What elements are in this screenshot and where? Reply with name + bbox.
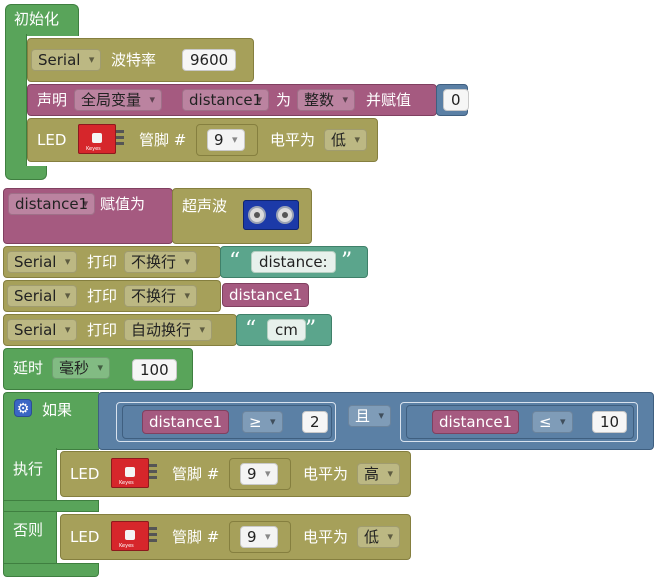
declare-label: 声明 — [37, 91, 68, 109]
assign-var-field[interactable]: distance1 — [8, 193, 96, 215]
delay-value-input[interactable]: 100 — [132, 359, 177, 381]
then-pin-label: 管脚 # — [172, 465, 220, 483]
else-level-label: 电平为 — [303, 528, 349, 546]
delay-label: 延时 — [13, 359, 44, 377]
print1-label: 打印 — [87, 253, 118, 271]
else-level-dropdown[interactable]: 低 — [357, 526, 401, 548]
if-block-foot — [3, 563, 99, 577]
ultrasonic-sensor-icon — [243, 200, 299, 230]
var-name-field[interactable]: distance1 — [182, 89, 270, 111]
open-quote-1: “ — [229, 249, 241, 274]
pin-dropdown[interactable]: 9 — [207, 129, 245, 151]
then-level-label: 电平为 — [303, 465, 349, 483]
level-dropdown[interactable]: 低 — [324, 129, 368, 151]
cond1-value-input[interactable]: 2 — [302, 411, 328, 433]
baud-label: 波特率 — [111, 51, 157, 69]
setup-block-foot — [5, 166, 47, 180]
cond2-var-block[interactable]: distance1 — [432, 410, 520, 434]
delay-unit-dropdown[interactable]: 毫秒 — [52, 357, 111, 379]
init-value-input[interactable]: 0 — [443, 89, 469, 111]
scope-dropdown[interactable]: 全局变量 — [74, 89, 163, 111]
else-label: 否则 — [13, 521, 44, 539]
print3-label: 打印 — [87, 321, 118, 339]
if-label: 如果 — [42, 401, 73, 419]
led-label: LED — [37, 131, 67, 149]
assign-label: 并赋值 — [366, 91, 412, 109]
print2-port-dropdown[interactable]: Serial — [7, 285, 78, 307]
close-quote-3: ” — [305, 317, 317, 342]
setup-title: 初始化 — [14, 10, 60, 28]
then-led-module-icon: Keyes — [111, 458, 157, 488]
then-label: 执行 — [13, 460, 44, 478]
cond1-op-dropdown[interactable]: ≥ — [242, 411, 283, 433]
assign-to-label: 赋值为 — [100, 195, 146, 213]
setup-block[interactable] — [5, 4, 79, 36]
else-led-label: LED — [70, 528, 100, 546]
ultrasonic-label: 超声波 — [182, 197, 228, 215]
string-input-3[interactable]: cm — [267, 319, 306, 341]
else-led-module-icon: Keyes — [111, 521, 157, 551]
then-level-dropdown[interactable]: 高 — [357, 463, 401, 485]
gear-icon[interactable]: ⚙ — [14, 399, 32, 417]
setup-block-spine — [5, 34, 27, 172]
print1-port-dropdown[interactable]: Serial — [7, 251, 78, 273]
if-block-then-row — [3, 500, 99, 512]
logic-op-dropdown[interactable]: 且 — [348, 405, 392, 427]
print3-mode-dropdown[interactable]: 自动换行 — [124, 319, 213, 341]
as-label: 为 — [276, 91, 292, 109]
string-input-1[interactable]: distance: — [251, 251, 336, 273]
print2-label: 打印 — [87, 287, 118, 305]
baud-value-input[interactable]: 9600 — [182, 49, 237, 71]
else-pin-label: 管脚 # — [172, 528, 220, 546]
cond2-op-dropdown[interactable]: ≤ — [532, 411, 573, 433]
then-led-label: LED — [70, 465, 100, 483]
led-module-icon: Keyes — [78, 124, 124, 154]
cond2-value-input[interactable]: 10 — [592, 411, 628, 433]
level-label: 电平为 — [270, 131, 316, 149]
else-pin-dropdown[interactable]: 9 — [240, 526, 278, 548]
close-quote-1: ” — [341, 249, 353, 274]
then-pin-dropdown[interactable]: 9 — [240, 463, 278, 485]
print3-port-dropdown[interactable]: Serial — [7, 319, 78, 341]
pin-label: 管脚 # — [139, 131, 187, 149]
print2-var-block[interactable]: distance1 — [222, 283, 310, 307]
type-dropdown[interactable]: 整数 — [297, 89, 356, 111]
open-quote-3: “ — [245, 317, 257, 342]
serial-port-dropdown[interactable]: Serial — [31, 49, 102, 71]
print2-mode-dropdown[interactable]: 不换行 — [124, 285, 198, 307]
cond1-var-block[interactable]: distance1 — [142, 410, 230, 434]
print1-mode-dropdown[interactable]: 不换行 — [124, 251, 198, 273]
